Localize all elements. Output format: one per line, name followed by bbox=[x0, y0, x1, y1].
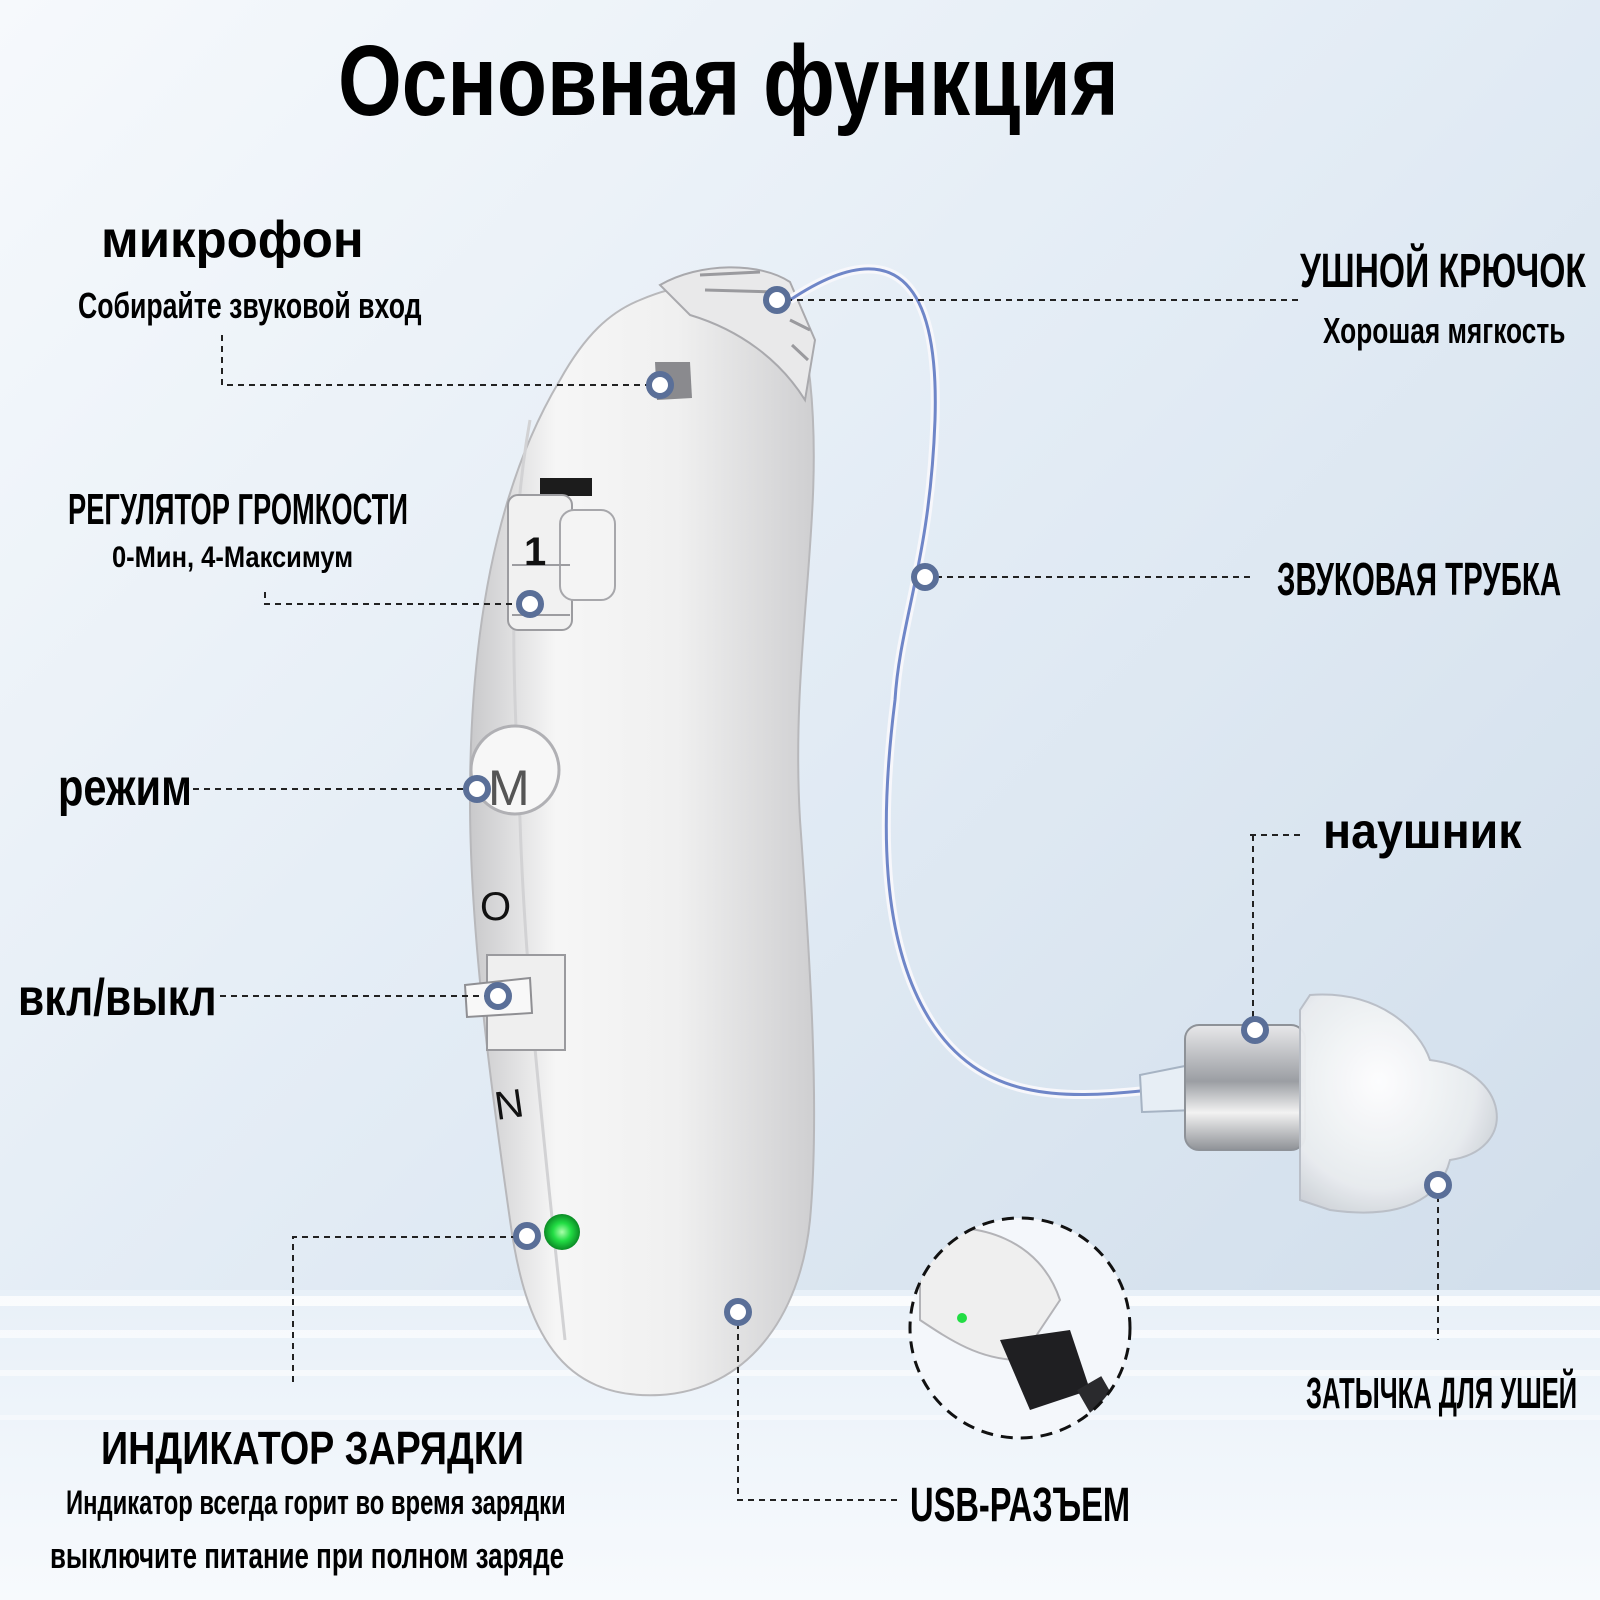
switch-on-letter: O bbox=[480, 885, 511, 929]
ear-hook-desc: Хорошая мягкость bbox=[1323, 310, 1566, 351]
earphone-label: наушник bbox=[1323, 803, 1522, 859]
usb-zoom-border bbox=[908, 1216, 1132, 1440]
volume-slot bbox=[540, 478, 592, 496]
microphone-label: микрофон bbox=[101, 211, 364, 269]
leader-volume bbox=[264, 592, 530, 605]
page-title: Основная функция bbox=[338, 25, 1119, 137]
leader-charge bbox=[292, 1236, 527, 1382]
leader-earphone bbox=[1250, 834, 1300, 1030]
usb-cable bbox=[1000, 1330, 1090, 1410]
mode-button bbox=[469, 724, 561, 816]
mode-button-letter: M bbox=[488, 760, 530, 816]
microphone-desc: Собирайте звуковой вход bbox=[78, 285, 422, 326]
usb-label: USB-РАЗЪЕМ bbox=[910, 1479, 1131, 1532]
floor-stripe bbox=[0, 1415, 1600, 1420]
charge-led bbox=[544, 1214, 580, 1250]
floor-stripe bbox=[0, 1330, 1600, 1338]
marker-ear-hook bbox=[763, 286, 791, 314]
volume-label: РЕГУЛЯТОР ГРОМКОСТИ bbox=[68, 485, 408, 534]
earphone-receiver bbox=[1184, 1024, 1306, 1151]
ear-hook-label: УШНОЙ КРЮЧОК bbox=[1300, 245, 1586, 298]
leader-usb bbox=[737, 1312, 900, 1501]
marker-ear-plug bbox=[1424, 1171, 1452, 1199]
floor-stripe bbox=[0, 1370, 1600, 1376]
leader-microphone bbox=[221, 335, 655, 386]
ear-plug-dome bbox=[1299, 993, 1498, 1214]
charge-desc-line2: выключите питание при полном заряде bbox=[50, 1535, 565, 1576]
marker-earphone bbox=[1241, 1016, 1269, 1044]
marker-power bbox=[484, 982, 512, 1010]
marker-charge bbox=[513, 1222, 541, 1250]
marker-sound-tube bbox=[911, 563, 939, 591]
marker-mode bbox=[463, 775, 491, 803]
power-label: вкл/выкл bbox=[18, 969, 217, 1027]
charge-label: ИНДИКАТОР ЗАРЯДКИ bbox=[101, 1422, 525, 1474]
marker-microphone bbox=[646, 371, 674, 399]
ear-plug-label: ЗАТЫЧКА ДЛЯ УШЕЙ bbox=[1306, 1369, 1578, 1418]
marker-volume bbox=[516, 590, 544, 618]
floor bbox=[0, 1290, 1600, 1600]
floor-stripe bbox=[0, 1296, 1600, 1306]
switch-off-letter: N bbox=[492, 1081, 527, 1129]
marker-usb bbox=[724, 1298, 752, 1326]
charge-desc-line1: Индикатор всегда горит во время зарядки bbox=[66, 1484, 566, 1522]
volume-desc: 0-Мин, 4-Максимум bbox=[112, 541, 354, 574]
volume-digit: 1 bbox=[524, 530, 546, 574]
mode-label: режим bbox=[58, 759, 192, 817]
sound-tube-label: ЗВУКОВАЯ ТРУБКА bbox=[1277, 553, 1562, 605]
